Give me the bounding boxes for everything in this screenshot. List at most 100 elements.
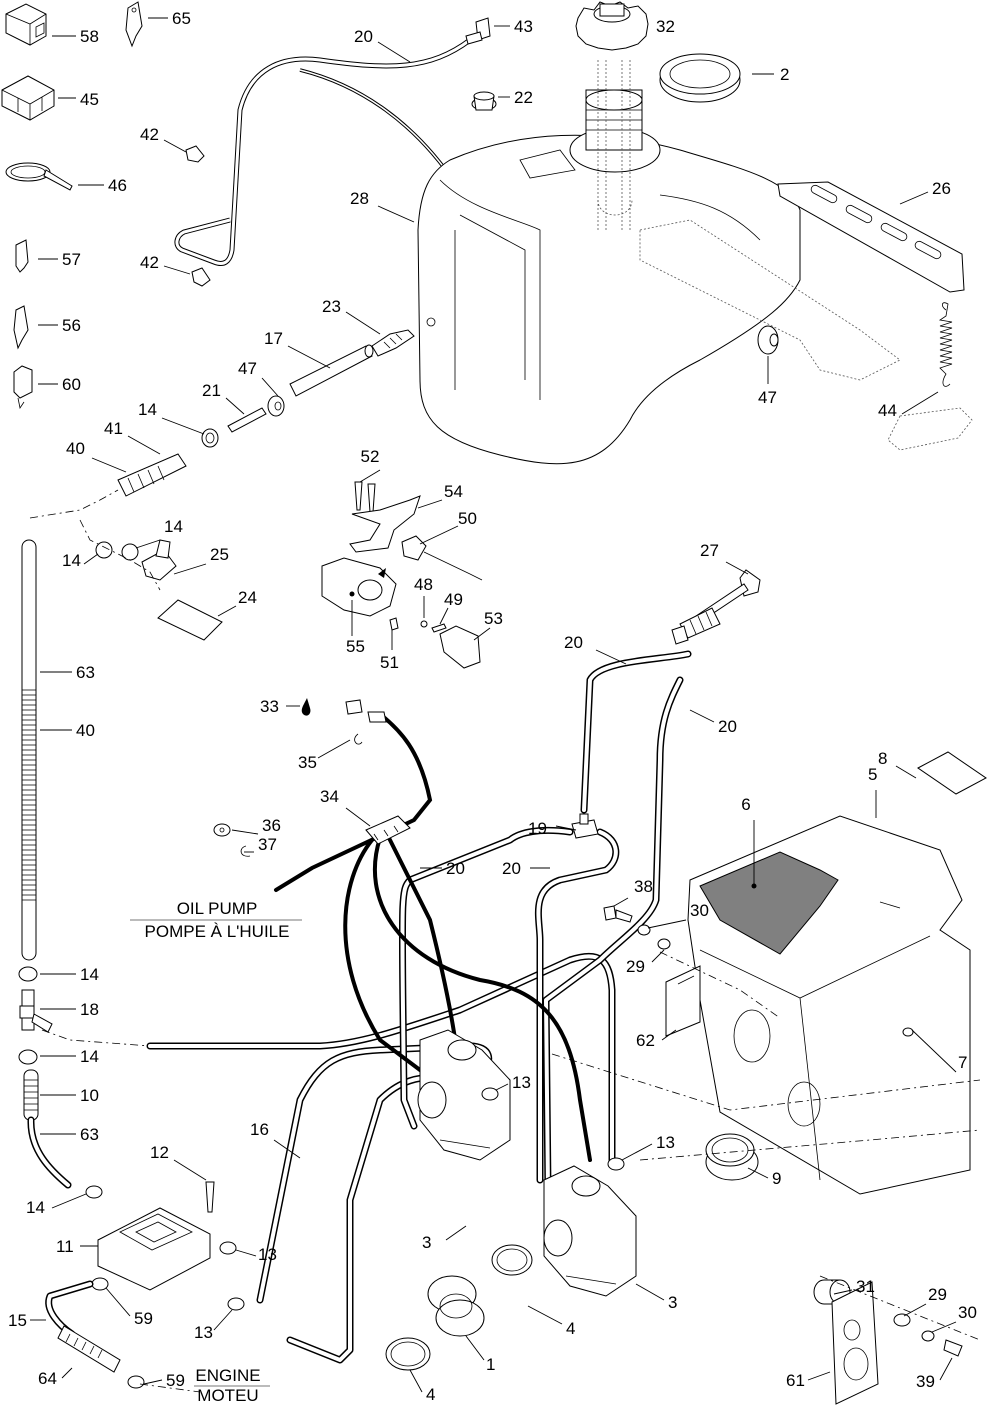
- callout-15: 15: [8, 1311, 27, 1330]
- clamp-59-b: [127, 1375, 145, 1389]
- callout-leader-13d: [213, 1309, 233, 1331]
- clamp-14-pump: [85, 1185, 103, 1199]
- callout-leader-59b: [143, 1379, 163, 1385]
- callout-leader-47a: [261, 377, 279, 397]
- callout-8: 8: [878, 749, 887, 768]
- callout-leader-38: [613, 897, 629, 907]
- callout-34: 34: [320, 787, 339, 806]
- callout-64: 64: [38, 1369, 57, 1388]
- callout-leader-9: [747, 1167, 769, 1179]
- callout-27: 27: [700, 541, 719, 560]
- callout-leader-54: [417, 499, 443, 509]
- connector-45: [1, 75, 55, 121]
- callout-leader-1: [465, 1335, 485, 1361]
- hose-63-vertical: [21, 539, 37, 961]
- screw-49: [431, 623, 447, 633]
- clip-42-upper: [185, 145, 205, 163]
- callout-21: 21: [202, 381, 221, 400]
- callout-leader-14a: [161, 417, 205, 435]
- callout-leader-29b: [903, 1303, 927, 1317]
- callout-leader-13c: [235, 1249, 257, 1257]
- callout-leader-40a: [91, 457, 127, 473]
- callout-59a: 59: [134, 1309, 153, 1328]
- hose-15-64: [45, 1280, 121, 1373]
- callout-labels: 5865454657566042422043223222826231747474…: [8, 9, 977, 1404]
- callout-20a: 20: [354, 27, 373, 46]
- callout-leader-34: [345, 807, 371, 827]
- callout-13c: 13: [258, 1245, 277, 1264]
- callout-14f: 14: [26, 1198, 45, 1217]
- callout-38: 38: [634, 877, 653, 896]
- callout-44: 44: [878, 401, 897, 420]
- callout-leader-35: [317, 739, 351, 759]
- callout-leader-4a: [527, 1305, 563, 1325]
- callout-leader-23: [345, 311, 381, 335]
- callout-40a: 40: [66, 439, 85, 458]
- oil-pump-caption: OIL PUMP POMPE À L'HUILE: [130, 899, 302, 941]
- drop-icon-33: [301, 698, 311, 716]
- carburetor-3-left: [417, 1029, 511, 1161]
- connector-41: [117, 453, 187, 497]
- callout-1: 1: [486, 1355, 495, 1374]
- clip-42-lower: [191, 267, 211, 287]
- callout-leader-7: [911, 1029, 957, 1073]
- callout-2: 2: [780, 65, 789, 84]
- grommet-47-line: [267, 395, 285, 417]
- clip-37: [240, 845, 251, 857]
- callout-43: 43: [514, 17, 533, 36]
- callout-leader-36: [231, 829, 259, 835]
- filler-cap-32: [575, 1, 649, 51]
- callout-47b: 47: [758, 388, 777, 407]
- clamp-59-a: [91, 1277, 109, 1291]
- callout-leader-30b: [931, 1321, 957, 1333]
- callout-14c: 14: [62, 551, 81, 570]
- callout-49: 49: [444, 590, 463, 609]
- callout-3a: 3: [422, 1233, 431, 1252]
- dotted-plate: [887, 407, 973, 451]
- callout-59b: 59: [166, 1371, 185, 1390]
- callout-leader-20a: [377, 41, 411, 63]
- callout-leader-27: [725, 561, 749, 575]
- callout-37: 37: [258, 835, 277, 854]
- tee-fitting-18: [19, 989, 53, 1033]
- clamp-4-upper: [491, 1244, 533, 1276]
- screw-51: [389, 617, 399, 631]
- callout-4b: 4: [426, 1385, 435, 1404]
- callout-39: 39: [916, 1372, 935, 1391]
- callout-23: 23: [322, 297, 341, 316]
- callout-20b: 20: [564, 633, 583, 652]
- oil-pump-label-en: OIL PUMP: [177, 899, 258, 918]
- callout-leader-30a: [647, 919, 687, 929]
- callout-leader-53: [473, 627, 491, 641]
- callout-33: 33: [260, 697, 279, 716]
- callout-62: 62: [636, 1031, 655, 1050]
- terminal-56: [13, 305, 29, 350]
- clamp-14-valve-b: [95, 541, 113, 559]
- callout-25: 25: [210, 545, 229, 564]
- callout-56: 56: [62, 316, 81, 335]
- banjo-fitting: [345, 699, 387, 723]
- callout-35: 35: [298, 753, 317, 772]
- oil-pump-label-fr: POMPE À L'HUILE: [145, 922, 290, 941]
- terminal-60: [13, 365, 33, 410]
- clamp-13-pump-b: [227, 1297, 245, 1311]
- clamp-14-top: [201, 428, 219, 448]
- bracket-54: [349, 495, 421, 553]
- callout-63b: 63: [80, 1125, 99, 1144]
- clamp-13-carb-b: [607, 1157, 625, 1171]
- tube-17: [289, 344, 374, 397]
- callout-22: 22: [514, 88, 533, 107]
- callout-leader-8: [895, 765, 917, 779]
- callout-57: 57: [62, 250, 81, 269]
- callout-13d: 13: [194, 1323, 213, 1342]
- valve-axis-line: [29, 489, 161, 591]
- callout-42b: 42: [140, 253, 159, 272]
- callout-14d: 14: [80, 965, 99, 984]
- rubber-adapter-9: [705, 1133, 759, 1181]
- callout-leader-24: [217, 605, 237, 617]
- choke-plunger-27: [671, 569, 761, 645]
- plate-61: [831, 1281, 879, 1405]
- callout-leader-14b: [135, 539, 161, 549]
- callout-leader-13a: [495, 1083, 509, 1091]
- callout-40b: 40: [76, 721, 95, 740]
